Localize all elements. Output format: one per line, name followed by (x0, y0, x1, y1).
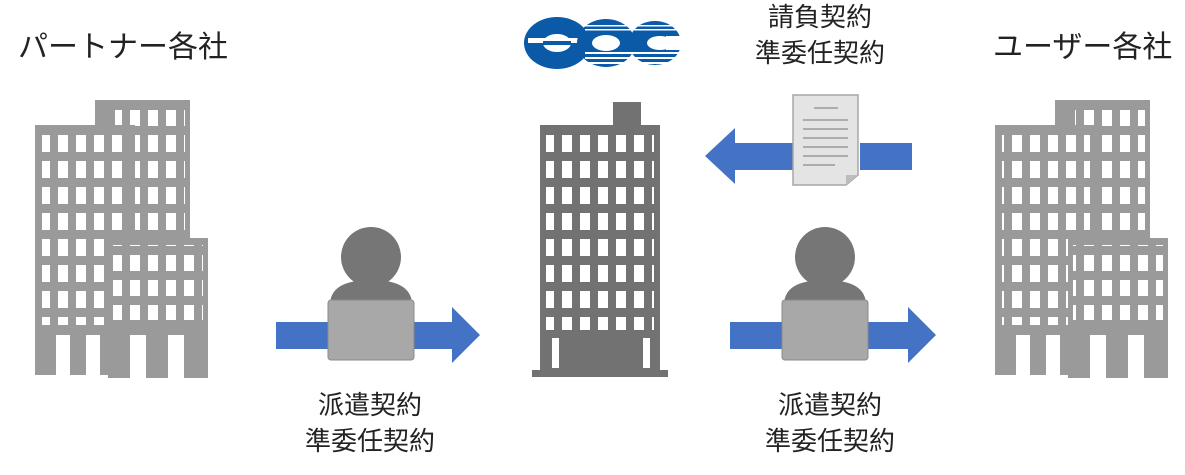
dispatch-arrow-left-icon (276, 307, 480, 363)
contract-left-line1: 派遣契約 (317, 391, 422, 421)
contract-top-line1: 請負契約 (767, 3, 872, 33)
contract-left-label: 派遣契約 準委任契約 (295, 388, 445, 460)
partners-title: パートナー各社 (18, 30, 228, 65)
laptop-icon (781, 299, 869, 361)
person-icon (330, 227, 412, 305)
user-buildings-icon (995, 100, 1168, 378)
contract-left-line2: 準委任契約 (304, 427, 435, 457)
partner-buildings-icon (35, 100, 208, 378)
contract-arrow-top-icon (705, 128, 912, 184)
contract-right-label: 派遣契約 準委任契約 (755, 388, 905, 460)
center-building-icon (532, 102, 668, 377)
contract-top-label: 請負契約 準委任契約 (745, 0, 895, 72)
ooc-logo (524, 17, 685, 69)
person-icon (784, 227, 866, 305)
laptop-icon (327, 299, 415, 361)
document-icon (792, 94, 859, 186)
contract-top-line2: 準委任契約 (754, 39, 885, 69)
dispatch-arrow-right-icon (730, 307, 936, 363)
building-icon (108, 238, 208, 378)
contract-right-line1: 派遣契約 (777, 391, 882, 421)
building-icon (1068, 238, 1168, 378)
contract-right-line2: 準委任契約 (764, 427, 895, 457)
users-title: ユーザー各社 (993, 30, 1173, 65)
